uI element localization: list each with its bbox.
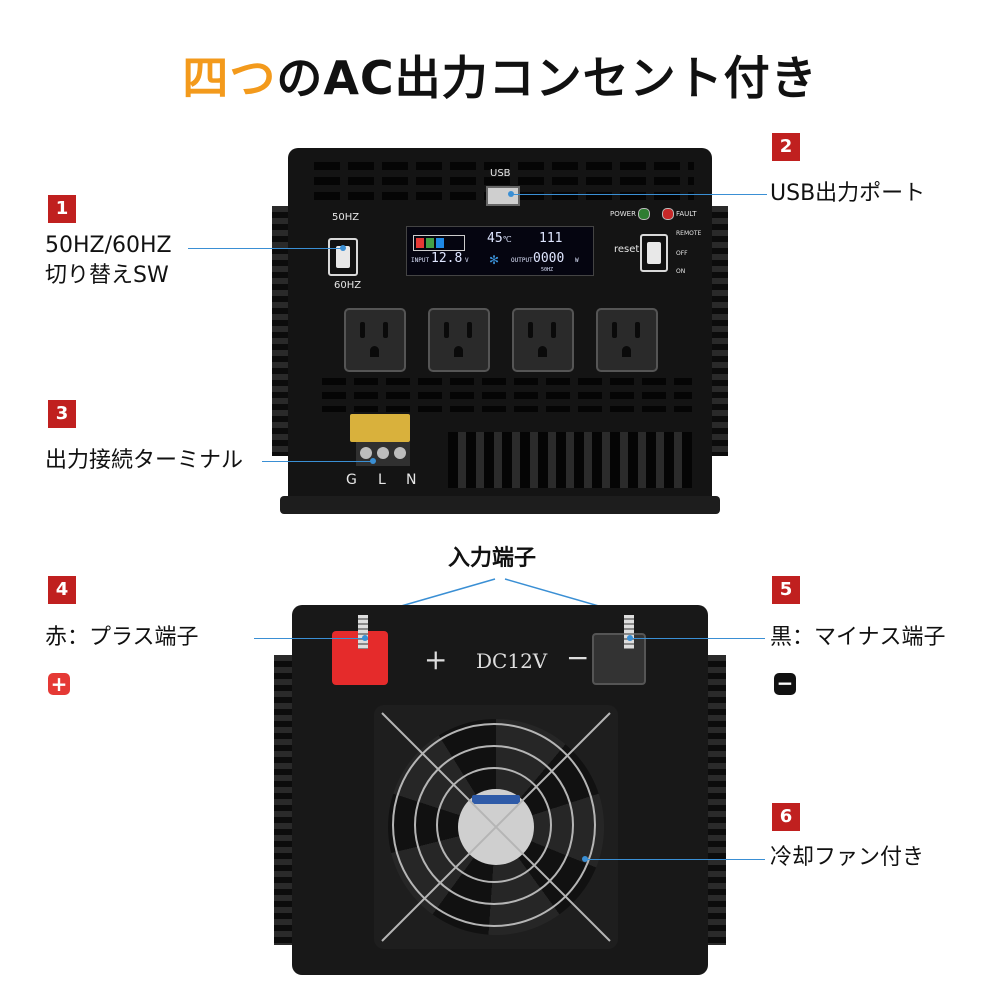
fan-grill-ring-3 [436, 767, 552, 883]
lcd-input-label: INPUT [411, 257, 430, 264]
lcd-freq: 50HZ [541, 267, 554, 273]
inverter-back: + DC12V − [274, 605, 726, 983]
remote-label: REMOTE [676, 230, 702, 237]
callout-6-leader [585, 859, 765, 860]
remote-switch-rocker [647, 242, 661, 264]
cooling-fins-right [710, 206, 728, 456]
reset-label: reset [614, 244, 640, 255]
negative-bolt [624, 615, 634, 649]
cooling-fins-left [272, 206, 290, 456]
plus-icon: + [48, 673, 70, 695]
positive-bolt [358, 615, 368, 649]
callout-1-line2: 切り替えSW [45, 263, 169, 288]
power-label: POWER [610, 210, 636, 218]
usb-label: USB [490, 168, 511, 179]
callout-5-leader [630, 638, 765, 639]
callout-6-label: 冷却ファン付き [770, 845, 925, 870]
power-led [638, 208, 650, 220]
ac-outlet-4[interactable] [596, 308, 658, 372]
callout-3-badge: 3 [48, 400, 76, 428]
fault-label: FAULT [676, 210, 697, 218]
ac-outlet-3[interactable] [512, 308, 574, 372]
callout-1-line1: 50HZ/60HZ [45, 233, 172, 258]
fan-icon: ✻ [489, 253, 500, 267]
lcd-temp: 45 [487, 231, 503, 246]
lcd-output-w: 0000 [533, 251, 565, 266]
lcd-v-unit: V [465, 257, 469, 264]
off-label: OFF [676, 250, 688, 257]
page-title: 四つのAC出力コンセント付き [0, 42, 1000, 108]
callout-4-leader [254, 638, 364, 639]
terminal-n: N [406, 472, 417, 488]
callout-5-badge: 5 [772, 576, 800, 604]
lcd-input-v: 12.8 [431, 251, 463, 266]
dc-label: DC12V [476, 649, 548, 673]
lcd-temp-unit: ℃ [502, 235, 512, 244]
fan-grill-ring-2 [414, 745, 574, 905]
terminal-block[interactable] [356, 442, 410, 466]
freq-label-bottom: 60HZ [334, 280, 362, 291]
callout-6-dot [582, 856, 588, 862]
inverter-front: USB 50HZ 60HZ 45℃ 111 INPUT 12.8 V ✻ OUT… [272, 148, 728, 520]
callout-1-leader [188, 248, 343, 249]
callout-3-label: 出力接続ターミナル [45, 448, 244, 473]
lcd-output-v: 111 [539, 231, 563, 246]
callout-4-dot [362, 635, 368, 641]
callout-2-label: USB出力ポート [770, 181, 926, 206]
front-bottom-rail [280, 496, 720, 514]
callout-3-leader [262, 461, 372, 462]
callout-1-dot [340, 245, 346, 251]
ac-outlet-1[interactable] [344, 308, 406, 372]
back-fins-right [704, 655, 726, 945]
usb-port[interactable] [486, 186, 520, 206]
on-label: ON [676, 268, 686, 275]
callout-5-dot [627, 635, 633, 641]
fault-led [662, 208, 674, 220]
lcd-display: 45℃ 111 INPUT 12.8 V ✻ OUTPUT 0000 W 50H… [406, 226, 594, 276]
minus-icon: − [774, 673, 796, 695]
freq-switch[interactable] [328, 238, 358, 276]
back-fins-left [274, 655, 296, 945]
input-terminal-label: 入力端子 [448, 546, 537, 571]
terminal-g: G [346, 472, 357, 488]
callout-6-badge: 6 [772, 803, 800, 831]
minus-mark: − [566, 641, 590, 674]
fan-grill-cross [381, 712, 611, 942]
callout-3-dot [370, 458, 376, 464]
lcd-output-label: OUTPUT [511, 257, 533, 264]
callout-5-label: 黒：マイナス端子 [770, 625, 946, 650]
fan-grill-ring-1 [392, 723, 596, 927]
title-rest: のAC出力コンセント付き [276, 51, 818, 105]
freq-label-top: 50HZ [332, 212, 360, 223]
terminal-cover [350, 414, 410, 442]
callout-1-badge: 1 [48, 195, 76, 223]
bottom-vents [448, 432, 692, 488]
battery-icon [413, 235, 465, 251]
middle-vents [322, 378, 692, 412]
callout-4-badge: 4 [48, 576, 76, 604]
callout-2-dot [508, 191, 514, 197]
ac-outlet-2[interactable] [428, 308, 490, 372]
callout-2-badge: 2 [772, 133, 800, 161]
remote-switch[interactable] [640, 234, 668, 272]
callout-4-label: 赤：プラス端子 [45, 625, 199, 650]
cooling-fan [374, 705, 618, 949]
negative-terminal[interactable] [592, 633, 646, 685]
terminal-l: L [378, 472, 386, 488]
freq-switch-rocker [336, 246, 350, 268]
plus-mark: + [424, 643, 448, 676]
title-accent: 四つ [182, 51, 277, 105]
lcd-w-unit: W [575, 257, 579, 264]
callout-2-leader [512, 194, 767, 195]
